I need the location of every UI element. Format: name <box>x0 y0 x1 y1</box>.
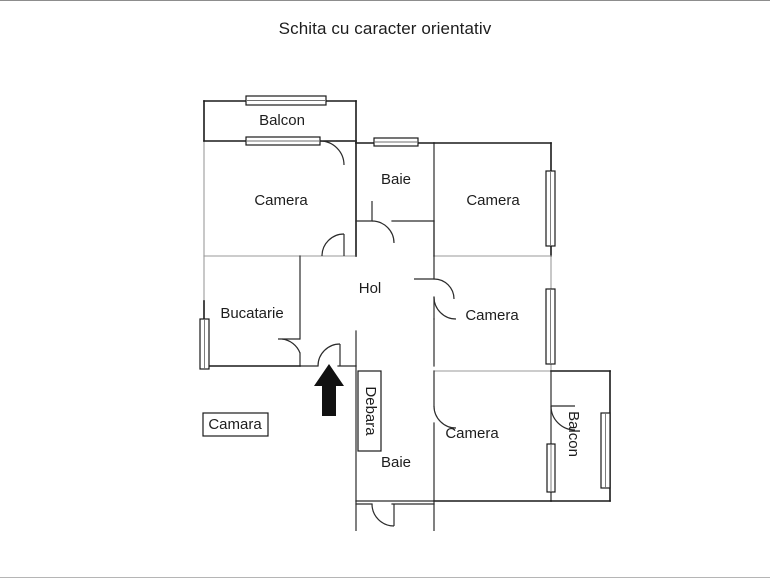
window-bucatarie-left <box>199 318 210 370</box>
window-baie-top <box>373 137 419 147</box>
entry-door-arrow <box>314 364 344 416</box>
window-balcony-right-outer <box>600 412 611 489</box>
room-label-camera-top-right: Camera <box>466 192 520 209</box>
window-balcony-top <box>245 95 327 106</box>
room-label-baie-top: Baie <box>381 171 411 188</box>
floor-plan-svg: Balcon Camera Baie Camera Hol Bucatarie … <box>199 95 611 531</box>
room-label-debara: Debara <box>362 386 379 436</box>
window-balcony-right-inner <box>546 443 556 493</box>
room-label-camera-bottom: Camera <box>445 425 499 442</box>
window-camera-top-right <box>545 170 556 247</box>
room-label-hol: Hol <box>359 280 382 297</box>
page-title: Schita cu caracter orientativ <box>278 19 492 38</box>
room-label-camera-top-left: Camera <box>254 192 308 209</box>
room-label-baie-bottom: Baie <box>381 454 411 471</box>
room-label-bucatarie: Bucatarie <box>220 305 283 322</box>
label-boxes <box>202 370 382 452</box>
floor-plan-drawing: Balcon Camera Baie Camera Hol Bucatarie … <box>0 61 770 531</box>
window-balcony-inner <box>245 136 321 146</box>
window-camera-mid-right <box>545 288 556 365</box>
room-label-camera-mid-right: Camera <box>465 307 519 324</box>
room-label-balcon-right: Balcon <box>565 411 582 457</box>
room-label-camara: Camara <box>208 416 262 433</box>
doors-group <box>278 140 576 527</box>
room-labels: Balcon Camera Baie Camera Hol Bucatarie … <box>208 112 582 471</box>
room-label-balcon-top: Balcon <box>259 112 305 129</box>
